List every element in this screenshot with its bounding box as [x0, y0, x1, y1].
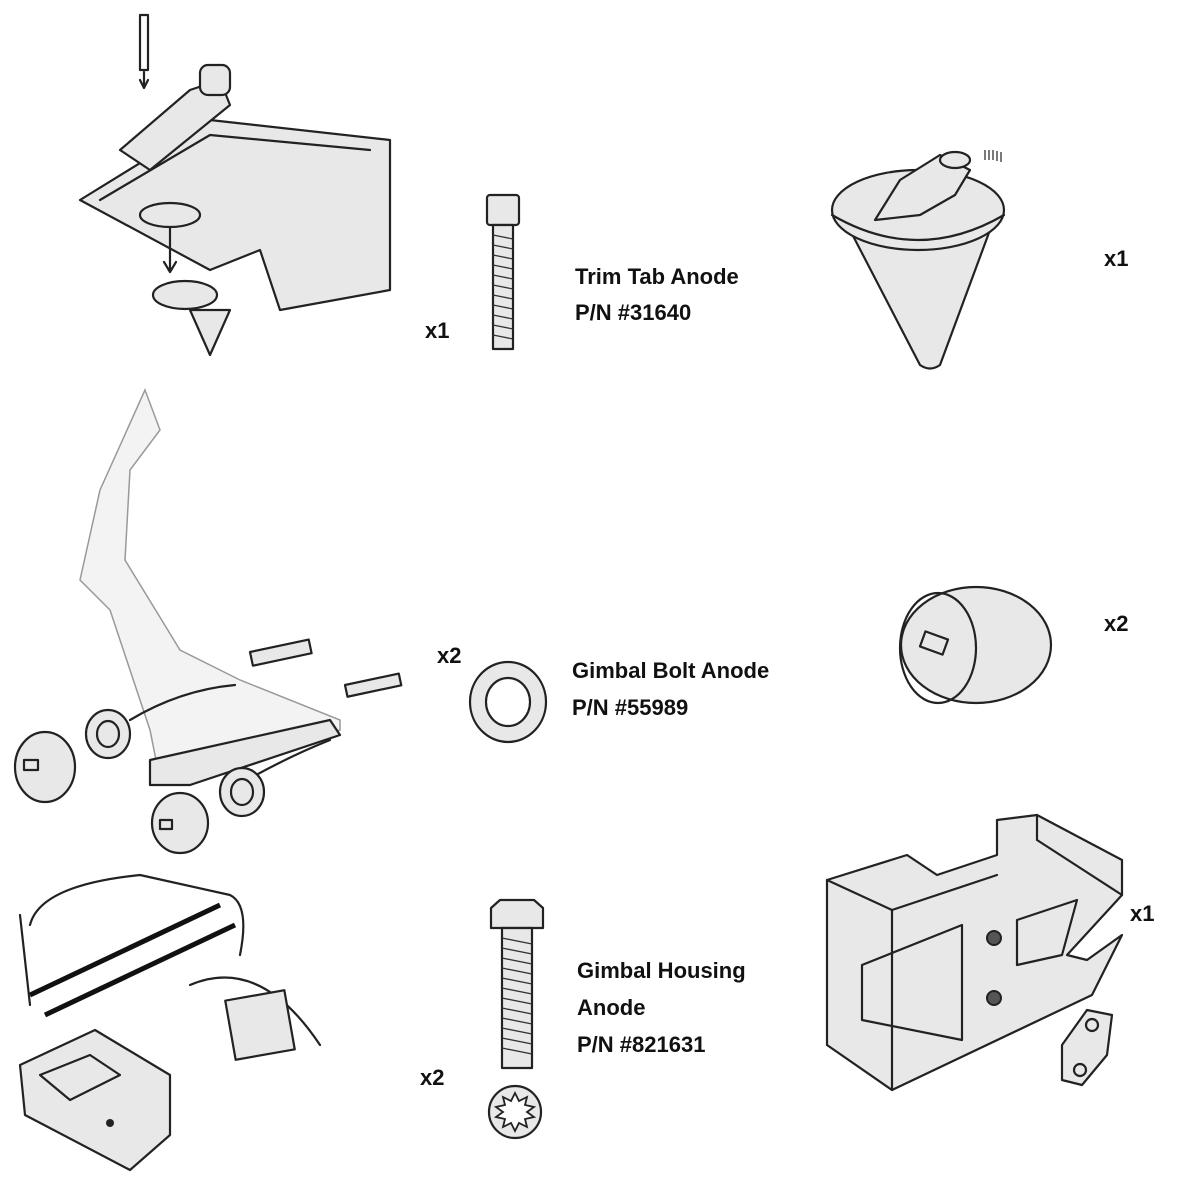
gimbal-housing-anode-name-line2: Anode	[577, 995, 646, 1020]
trim-tab-anode-qty: x1	[1104, 246, 1129, 271]
trim-tab-anode-pn: P/N #31640	[575, 300, 692, 325]
trim-tab-hardware-qty: x1	[425, 318, 450, 343]
gimbal-bolt-anode-icon	[898, 585, 1053, 705]
gimbal-bolt-anode-pn: P/N #55989	[572, 695, 689, 720]
gimbal-housing-anode-name-line1: Gimbal Housing	[577, 958, 746, 983]
gimbal-housing-assembly-illustration	[18, 873, 322, 1172]
gimbal-bolt-assembly-illustration	[13, 388, 403, 855]
gimbal-bolt-anode-name: Gimbal Bolt Anode	[572, 658, 770, 683]
gimbal-bolt-hardware-qty: x2	[437, 643, 462, 668]
gimbal-housing-bolt-icon	[489, 898, 545, 1070]
gimbal-bolt-washer-icon	[468, 660, 548, 744]
gimbal-housing-anode-icon	[825, 813, 1124, 1092]
trim-tab-anode-name: Trim Tab Anode	[575, 264, 739, 289]
gimbal-housing-anode-qty: x1	[1130, 901, 1155, 926]
trim-tab-screw-icon	[485, 193, 521, 351]
gimbal-housing-anode-pn: P/N #821631	[577, 1032, 706, 1057]
star-washer-icon	[487, 1084, 543, 1140]
gimbal-bolt-anode-qty: x2	[1104, 611, 1129, 636]
gimbal-housing-hardware-qty: x2	[420, 1065, 445, 1090]
trim-tab-anode-icon	[830, 150, 1006, 370]
trim-tab-assembly-illustration	[78, 13, 392, 357]
